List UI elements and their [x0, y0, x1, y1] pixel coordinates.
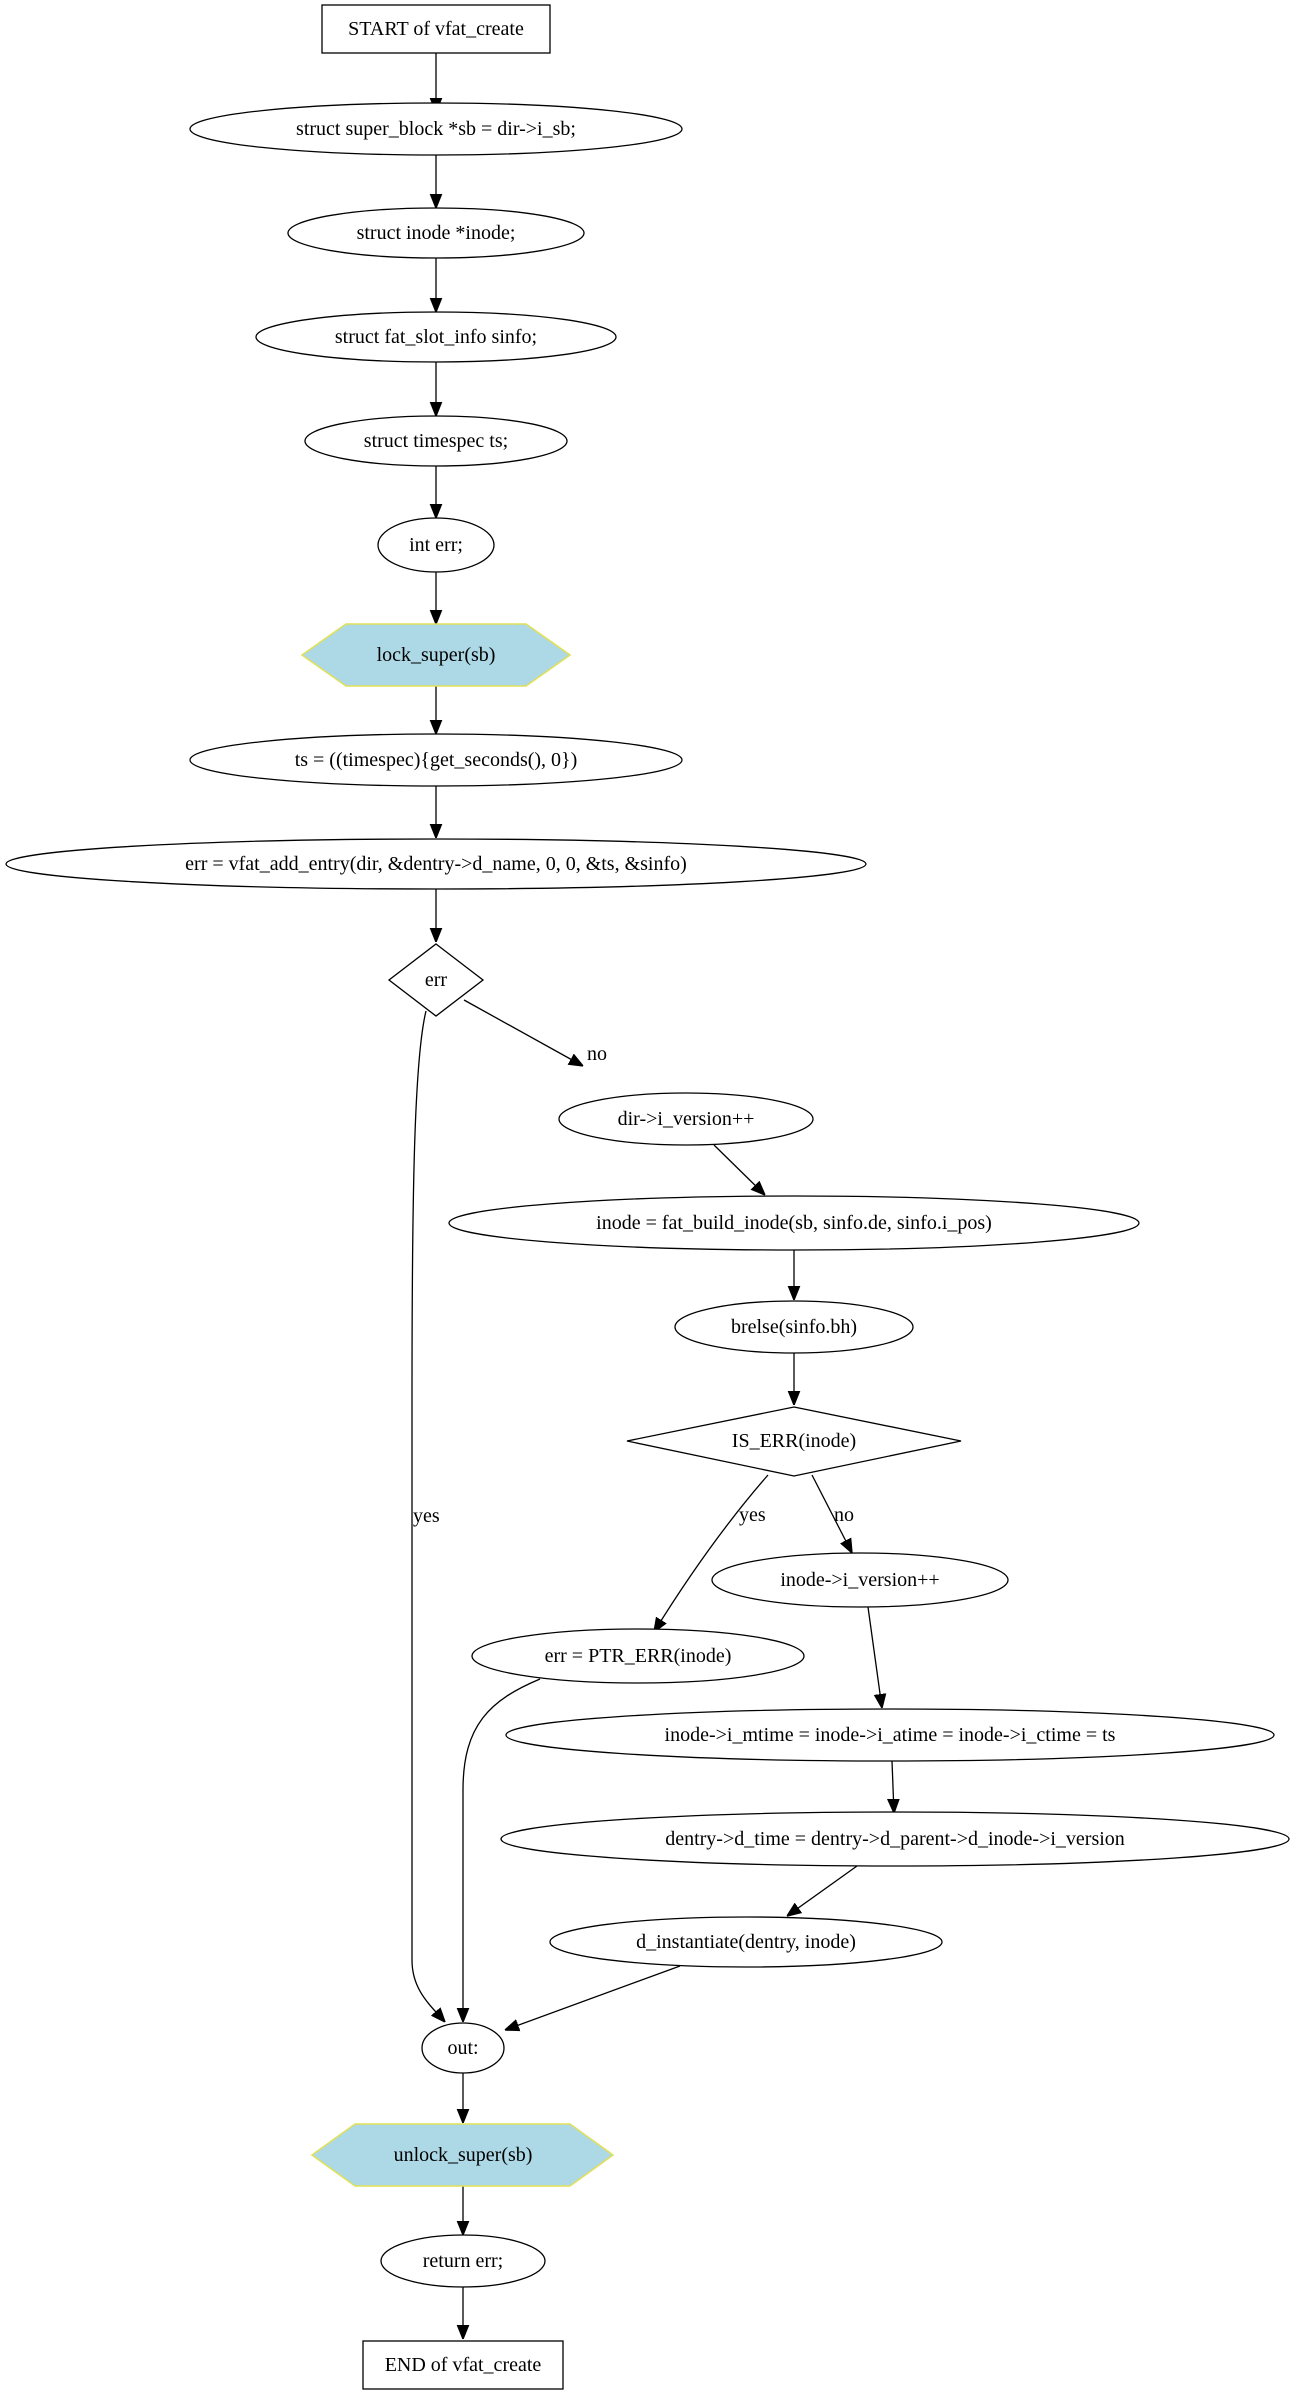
end-node: END of vfat_create [362, 2340, 564, 2390]
dentry-time-label: dentry->d_time = dentry->d_parent->d_ino… [665, 1828, 1125, 1850]
ptr-err-label: err = PTR_ERR(inode) [545, 1645, 732, 1667]
sinfo-decl-label: struct fat_slot_info sinfo; [335, 326, 537, 348]
ts-assign-label: ts = ((timespec){get_seconds(), 0}) [295, 749, 578, 771]
inode-decl-node: struct inode *inode; [287, 207, 585, 259]
ptr-err-node: err = PTR_ERR(inode) [471, 1628, 805, 1684]
brelse-label: brelse(sinfo.bh) [731, 1316, 857, 1338]
return-label: return err; [423, 2250, 504, 2272]
err-decl-label: int err; [409, 534, 463, 556]
end-node-label: END of vfat_create [385, 2354, 542, 2376]
start-node: START of vfat_create [321, 4, 551, 54]
edge-is-err-yes [654, 1474, 769, 1632]
out-label-node: out: [421, 2022, 505, 2074]
lock-super-node: lock_super(sb) [300, 623, 572, 687]
edge-inode-version-to-times [867, 1606, 882, 1708]
edge-times-to-dentry-time [892, 1760, 894, 1813]
add-entry-label: err = vfat_add_entry(dir, &dentry->d_nam… [185, 853, 687, 875]
edge-err-yes [411, 1010, 445, 2022]
start-node-label: START of vfat_create [348, 18, 524, 40]
sb-decl-node: struct super_block *sb = dir->i_sb; [189, 102, 683, 156]
edge-labels: yes no yes no [413, 1043, 854, 1527]
nodes: START of vfat_create struct super_block … [5, 4, 1290, 2390]
dir-version-label: dir->i_version++ [618, 1108, 755, 1130]
ts-assign-node: ts = ((timespec){get_seconds(), 0}) [189, 733, 683, 787]
return-node: return err; [380, 2234, 546, 2288]
ts-decl-node: struct timespec ts; [304, 415, 568, 467]
build-inode-label: inode = fat_build_inode(sb, sinfo.de, si… [596, 1212, 992, 1234]
edge-label-is-err-no: no [834, 1504, 854, 1526]
edge-ptr-err-to-out [463, 1678, 541, 2022]
is-err-decision: IS_ERR(inode) [626, 1406, 962, 1477]
edge-label-err-yes: yes [413, 1505, 440, 1527]
unlock-super-label: unlock_super(sb) [394, 2144, 533, 2166]
times-label: inode->i_mtime = inode->i_atime = inode-… [665, 1724, 1116, 1746]
sinfo-decl-node: struct fat_slot_info sinfo; [255, 311, 617, 363]
out-label: out: [447, 2037, 478, 2059]
err-decl-node: int err; [377, 517, 495, 573]
build-inode-node: inode = fat_build_inode(sb, sinfo.de, si… [448, 1195, 1140, 1251]
edge-label-err-no: no [587, 1043, 607, 1065]
is-err-label: IS_ERR(inode) [732, 1430, 856, 1452]
inode-decl-label: struct inode *inode; [357, 222, 516, 244]
brelse-node: brelse(sinfo.bh) [674, 1300, 914, 1354]
instantiate-label: d_instantiate(dentry, inode) [636, 1931, 856, 1953]
inode-version-node: inode->i_version++ [711, 1552, 1009, 1608]
edge-dir-version-to-build [713, 1144, 765, 1195]
lock-super-label: lock_super(sb) [377, 644, 496, 666]
add-entry-node: err = vfat_add_entry(dir, &dentry->d_nam… [5, 838, 867, 890]
edge-is-err-no [811, 1474, 852, 1553]
edge-label-is-err-yes: yes [739, 1504, 766, 1526]
edge-dentry-time-to-instantiate [787, 1865, 858, 1916]
dentry-time-node: dentry->d_time = dentry->d_parent->d_ino… [500, 1811, 1290, 1867]
edge-err-no [463, 999, 583, 1066]
sb-decl-label: struct super_block *sb = dir->i_sb; [296, 118, 576, 140]
err-check-label: err [425, 969, 448, 991]
unlock-super-node: unlock_super(sb) [310, 2123, 615, 2187]
ts-decl-label: struct timespec ts; [364, 430, 508, 452]
times-node: inode->i_mtime = inode->i_atime = inode-… [505, 1708, 1275, 1762]
instantiate-node: d_instantiate(dentry, inode) [549, 1916, 943, 1968]
err-check-decision: err [387, 943, 485, 1017]
edges [411, 53, 894, 2339]
edge-instantiate-to-out [505, 1965, 681, 2030]
inode-version-label: inode->i_version++ [780, 1569, 939, 1591]
dir-version-node: dir->i_version++ [558, 1092, 814, 1146]
